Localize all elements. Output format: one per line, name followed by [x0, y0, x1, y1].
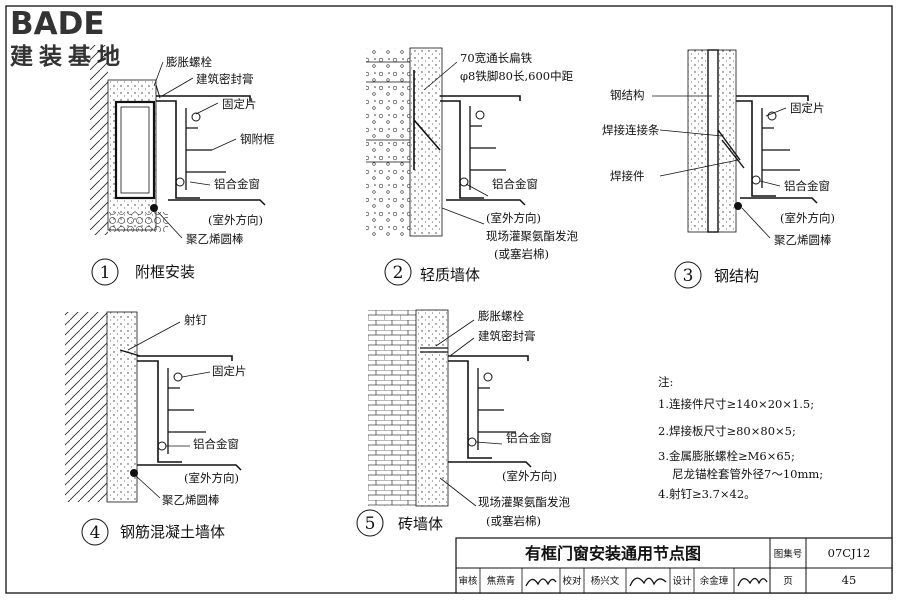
detail-4-number-circle [81, 518, 109, 546]
atlas-number-label: 图集号 [774, 548, 803, 560]
detail-2-label-e: 现场灌聚氨酯发泡 [486, 229, 578, 243]
detail-1-label-d: 钢附框 [240, 132, 275, 146]
page-number: 45 [842, 573, 857, 587]
detail-5-label-e: 现场灌聚氨酯发泡 [478, 495, 570, 509]
detail-1-number-circle [91, 258, 119, 286]
detail-2-label-a: 70宽通长扁铁 [460, 51, 533, 65]
role-review: 审核 [458, 575, 478, 587]
detail-3-label-d: 焊接件 [610, 169, 645, 183]
detail-2-label-b: φ8铁脚80长,600中距 [460, 69, 574, 83]
name-check: 杨兴文 [591, 575, 620, 587]
detail-5-drawing [368, 309, 532, 507]
detail-4-caption: 钢筋混凝土墙体 [120, 523, 225, 541]
role-check: 校对 [562, 575, 582, 587]
detail-5-label-d: (室外方向) [502, 469, 557, 483]
detail-5-leaders [435, 319, 503, 507]
note-item: 3.金属膨胀螺栓≥M6×65; [658, 449, 795, 463]
title-block: 有框门窗安装通用节点图 图集号 07CJ12 页 45 审核 焦燕青 校对 杨兴… [455, 537, 893, 594]
detail-3-leaders [652, 95, 787, 239]
page-label: 页 [783, 576, 793, 587]
role-design: 设计 [672, 575, 692, 587]
note-item: 1.连接件尺寸≥140×20×1.5; [658, 397, 814, 411]
detail-4-label-e: 聚乙烯圆棒 [162, 493, 220, 507]
detail-2-leaders [423, 61, 489, 225]
detail-3-label-f: (室外方向) [780, 211, 835, 225]
detail-3-label-c: 焊接连接条 [602, 123, 660, 137]
detail-5-number-circle [356, 509, 384, 537]
detail-3-number-circle [674, 261, 702, 289]
detail-2-number-circle [384, 258, 412, 286]
detail-2-drawing [366, 47, 526, 237]
detail-1-number: 1 [100, 263, 111, 283]
note-item: 2.焊接板尺寸≥80×80×5; [658, 424, 796, 438]
detail-3-label-b: 固定片 [790, 101, 825, 115]
detail-4-label-d: (室外方向) [184, 471, 239, 485]
detail-2-label-d: (室外方向) [486, 211, 541, 225]
sheet-border [5, 5, 893, 594]
detail-2-number: 2 [393, 263, 404, 283]
signature-design [737, 577, 768, 587]
atlas-number: 07CJ12 [828, 546, 871, 560]
detail-1-label-c: 固定片 [222, 97, 257, 111]
notes: 注: 1.连接件尺寸≥140×20×1.5; 2.焊接板尺寸≥80×80×5; … [658, 375, 823, 501]
detail-2-label-c: 铝合金窗 [492, 177, 538, 191]
detail-1-drawing [90, 45, 266, 235]
detail-5-caption: 砖墙体 [398, 515, 443, 533]
logo-brand: BADE [10, 6, 105, 42]
detail-1-label-f: (室外方向) [208, 213, 263, 227]
detail-3-label-e: 铝合金窗 [784, 179, 830, 193]
drawing-title: 有框门窗安装通用节点图 [525, 544, 701, 563]
detail-2-label-f: (或塞岩棉) [494, 247, 549, 261]
detail-4-leaders [127, 321, 211, 499]
detail-1-label-a: 膨胀螺栓 [166, 55, 212, 69]
detail-5-label-b: 建筑密封膏 [478, 329, 536, 343]
detail-1-label-b: 建筑密封膏 [196, 72, 254, 86]
detail-5-label-c: 铝合金窗 [506, 431, 552, 445]
detail-2-caption: 轻质墙体 [420, 266, 480, 284]
name-review: 焦燕青 [487, 575, 516, 587]
note-item: 4.射钉≥3.7×42。 [658, 487, 756, 501]
logo-subtitle: 建装基地 [10, 44, 126, 70]
detail-1-label-e: 铝合金窗 [214, 177, 260, 191]
detail-1-leaders [153, 61, 237, 239]
detail-3-number: 3 [683, 266, 694, 286]
detail-5-label-a: 膨胀螺栓 [478, 309, 524, 323]
detail-1-caption: 附框安装 [135, 263, 195, 281]
detail-3-drawing [687, 49, 818, 233]
signature-review [525, 578, 557, 587]
logo: BADE 建装基地 [10, 6, 126, 70]
signature-check [629, 577, 667, 587]
detail-1-label-g: 聚乙烯圆棒 [186, 232, 244, 246]
detail-4-drawing [65, 311, 242, 503]
detail-4-label-a: 射钉 [184, 313, 207, 327]
note-item: 尼龙锚栓套管外径7～10mm; [672, 467, 823, 481]
detail-4-label-b: 固定片 [212, 364, 247, 378]
detail-4-label-c: 铝合金窗 [193, 437, 239, 451]
detail-5-label-f: (或塞岩棉) [486, 514, 541, 528]
detail-4-number: 4 [90, 523, 101, 543]
detail-3-caption: 钢结构 [714, 267, 759, 285]
name-design: 余金璋 [700, 575, 729, 587]
notes-heading: 注: [658, 375, 673, 389]
detail-5-number: 5 [365, 514, 376, 534]
detail-3-label-a: 钢结构 [610, 88, 645, 102]
detail-3-label-g: 聚乙烯圆棒 [774, 233, 832, 247]
